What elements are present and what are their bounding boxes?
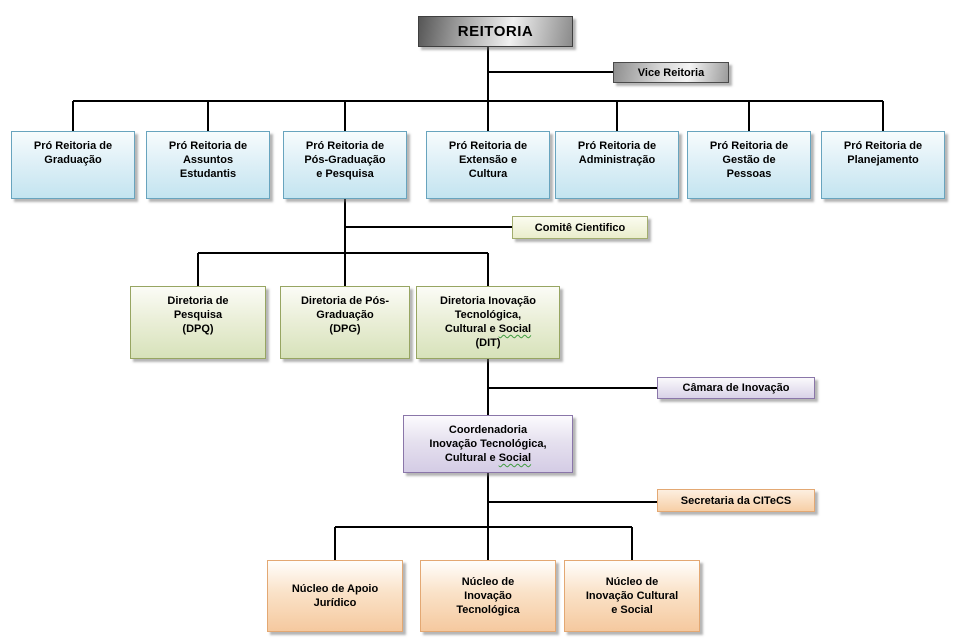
connector-drop-gestao — [748, 101, 750, 131]
connector-nucleos-horizontal — [335, 526, 632, 528]
connector-vice-branch — [488, 71, 614, 73]
connector-drop-assuntos — [207, 101, 209, 131]
spellcheck-underline: Social — [498, 452, 532, 464]
connector-diretorias-horizontal — [198, 252, 488, 254]
connector-camara-branch — [488, 387, 657, 389]
connector-drop-graduacao — [72, 101, 74, 131]
node-secretaria-citecs: Secretaria da CITeCS — [657, 489, 815, 512]
node-pro-reitoria-pos-graduacao: Pró Reitoria de Pós-Graduação e Pesquisa — [283, 131, 407, 199]
connector-reitoria-spine — [487, 47, 489, 131]
node-pro-reitoria-gestao-pessoas: Pró Reitoria de Gestão de Pessoas — [687, 131, 811, 199]
node-vice-reitoria-label: Vice Reitoria — [637, 66, 705, 79]
node-nucleo-inovacao-tecnologica: Núcleo de Inovação Tecnológica — [420, 560, 556, 632]
node-nucleo-apoio-juridico: Núcleo de Apoio Jurídico — [267, 560, 403, 632]
connector-posgrad-spine — [344, 199, 346, 286]
connector-drop-nucleo-juridico — [334, 527, 336, 560]
node-coordenadoria-citecs: Coordenadoria Inovação Tecnológica, Cult… — [403, 415, 573, 473]
node-pro-reitoria-extensao-cultura: Pró Reitoria de Extensão e Cultura — [426, 131, 550, 199]
connector-drop-administracao — [616, 101, 618, 131]
connector-drop-dit — [487, 253, 489, 286]
node-comite-cientifico: Comitê Cientifico — [512, 216, 648, 239]
node-pro-reitoria-graduacao: Pró Reitoria de Graduação — [11, 131, 135, 199]
node-vice-reitoria: Vice Reitoria — [613, 62, 729, 83]
connector-comite-branch — [345, 226, 512, 228]
node-diretoria-inovacao-dit: Diretoria Inovação Tecnológica, Cultural… — [416, 286, 560, 359]
node-pro-reitoria-planejamento: Pró Reitoria de Planejamento — [821, 131, 945, 199]
connector-coordenadoria-spine — [487, 473, 489, 560]
node-reitoria: REITORIA — [418, 16, 573, 47]
node-reitoria-label: REITORIA — [457, 22, 534, 40]
spellcheck-underline: Social — [498, 323, 532, 335]
connector-drop-posgrad — [344, 101, 346, 131]
connector-drop-nucleo-cultural — [631, 527, 633, 560]
node-camara-inovacao: Câmara de Inovação — [657, 377, 815, 399]
node-diretoria-pos-graduacao-dpg: Diretoria de Pós- Graduação (DPG) — [280, 286, 410, 359]
connector-drop-planejamento — [882, 101, 884, 131]
node-pro-reitoria-assuntos-estudantis: Pró Reitoria de Assuntos Estudantis — [146, 131, 270, 199]
node-diretoria-pesquisa-dpq: Diretoria de Pesquisa (DPQ) — [130, 286, 266, 359]
connector-main-horizontal — [73, 100, 883, 102]
connector-drop-dpq — [197, 253, 199, 286]
node-pro-reitoria-administracao: Pró Reitoria de Administração — [555, 131, 679, 199]
node-nucleo-inovacao-cultural-social: Núcleo de Inovação Cultural e Social — [564, 560, 700, 632]
connector-secretaria-branch — [488, 501, 657, 503]
